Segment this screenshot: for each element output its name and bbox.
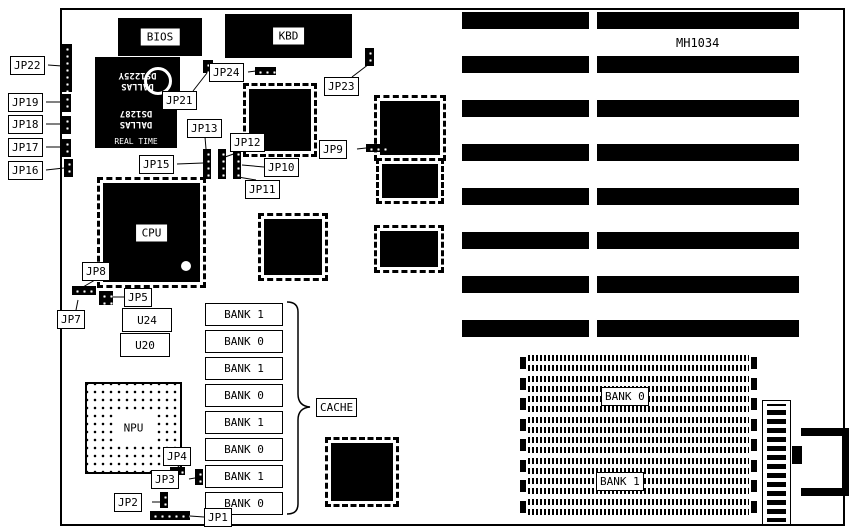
simm-socket [520,437,757,453]
isa-slot [462,56,589,73]
cache-chip: BANK 0 [205,384,283,407]
jumper-block-jp24 [255,67,276,75]
qfp-chip-5 [374,225,444,273]
kbd-chip: KBD [225,14,352,58]
jumper-block-jp2 [160,492,168,508]
label-jp17: JP17 [8,138,43,157]
memory-bank1-label: BANK 1 [596,472,644,491]
isa-slot [597,144,799,161]
cpu-pin1-dot [181,261,191,271]
label-jp16: JP16 [8,161,43,180]
jumper-block-jp12 [218,149,226,179]
bios-chip: BIOS [118,18,202,56]
simm-socket [520,499,757,515]
dallas2-realtime-text: REAL TIME [114,137,158,146]
isa-slot [597,320,799,337]
jumper-block-jp5-jp7 [99,291,113,305]
qfp-chip-4 [258,213,328,281]
jumper-block-jp22 [62,44,72,92]
label-jp4: JP4 [163,447,191,466]
simm-socket [520,458,757,474]
label-jp8: JP8 [82,262,110,281]
simm-socket [520,417,757,433]
jumper-block-jp3 [195,469,203,485]
label-jp13: JP13 [187,119,222,138]
npu-socket: NPU [85,382,182,474]
jumper-block-jp21 [203,60,213,73]
label-jp11: JP11 [245,180,280,199]
cache-chip: BANK 1 [205,357,283,380]
pin-header-strip [762,400,791,526]
dallas-nvram-chip: DALLAS DS1225Y [95,57,180,103]
label-jp7: JP7 [57,310,85,329]
board-model: MH1034 [676,36,720,50]
isa-slot [462,100,589,117]
isa-slot [462,188,589,205]
isa-slot [597,56,799,73]
label-jp5: JP5 [124,288,152,307]
label-jp10: JP10 [264,158,299,177]
isa-slot [597,276,799,293]
isa-slot [462,144,589,161]
isa-slot [462,276,589,293]
isa-slot [462,232,589,249]
jumper-block-jp10-jp11 [233,149,241,179]
u20-chip: U20 [120,333,170,357]
label-jp15: JP15 [139,155,174,174]
jumper-block-jp13 [203,149,211,179]
cache-chip: BANK 1 [205,465,283,488]
jumper-block-jp17 [62,139,71,157]
cache-chip: BANK 1 [205,303,283,326]
cache-chip: BANK 1 [205,411,283,434]
isa-slot [597,232,799,249]
jumper-block-jp8 [72,286,96,295]
jumper-block-jp16 [64,159,73,177]
simm-socket [520,355,757,371]
label-jp12: JP12 [230,133,265,152]
jumper-block-jp19 [62,94,71,112]
cpu-label: CPU [135,224,168,241]
isa-slot [597,100,799,117]
isa-slot [597,12,799,29]
keyboard-connector-stub [792,446,802,464]
memory-bank0-label: BANK 0 [601,387,649,406]
bios-label: BIOS [140,28,180,46]
keyboard-connector [801,428,849,496]
cache-label: CACHE [316,398,358,417]
label-jp21: JP21 [162,91,197,110]
label-jp9: JP9 [319,140,347,159]
jumper-block-jp9 [366,144,387,152]
label-jp24: JP24 [209,63,244,82]
label-jp3: JP3 [151,470,179,489]
cache-chip: BANK 0 [205,492,283,515]
u24-chip: U24 [122,308,172,332]
label-jp1: JP1 [204,508,232,527]
qfp-chip-6 [325,437,399,507]
jumper-block-jp1 [150,511,190,520]
cache-chip: BANK 0 [205,438,283,461]
label-jp23: JP23 [324,77,359,96]
jumper-block-jp18 [62,116,71,134]
dallas2-brand: DALLAS [119,118,153,129]
kbd-label: KBD [272,27,305,45]
cache-chip: BANK 0 [205,330,283,353]
label-jp19: JP19 [8,93,43,112]
isa-slot [462,320,589,337]
label-jp22: JP22 [10,56,45,75]
dallas2-part: DS1287 [119,108,153,118]
isa-slot [597,188,799,205]
label-jp18: JP18 [8,115,43,134]
cpu-chip: CPU [97,177,206,288]
qfp-chip-3 [376,158,444,204]
npu-label: NPU [117,419,150,437]
jumper-block-jp23 [365,48,374,66]
isa-slot [462,12,589,29]
label-jp2: JP2 [114,493,142,512]
battery-ring-icon [144,67,172,95]
